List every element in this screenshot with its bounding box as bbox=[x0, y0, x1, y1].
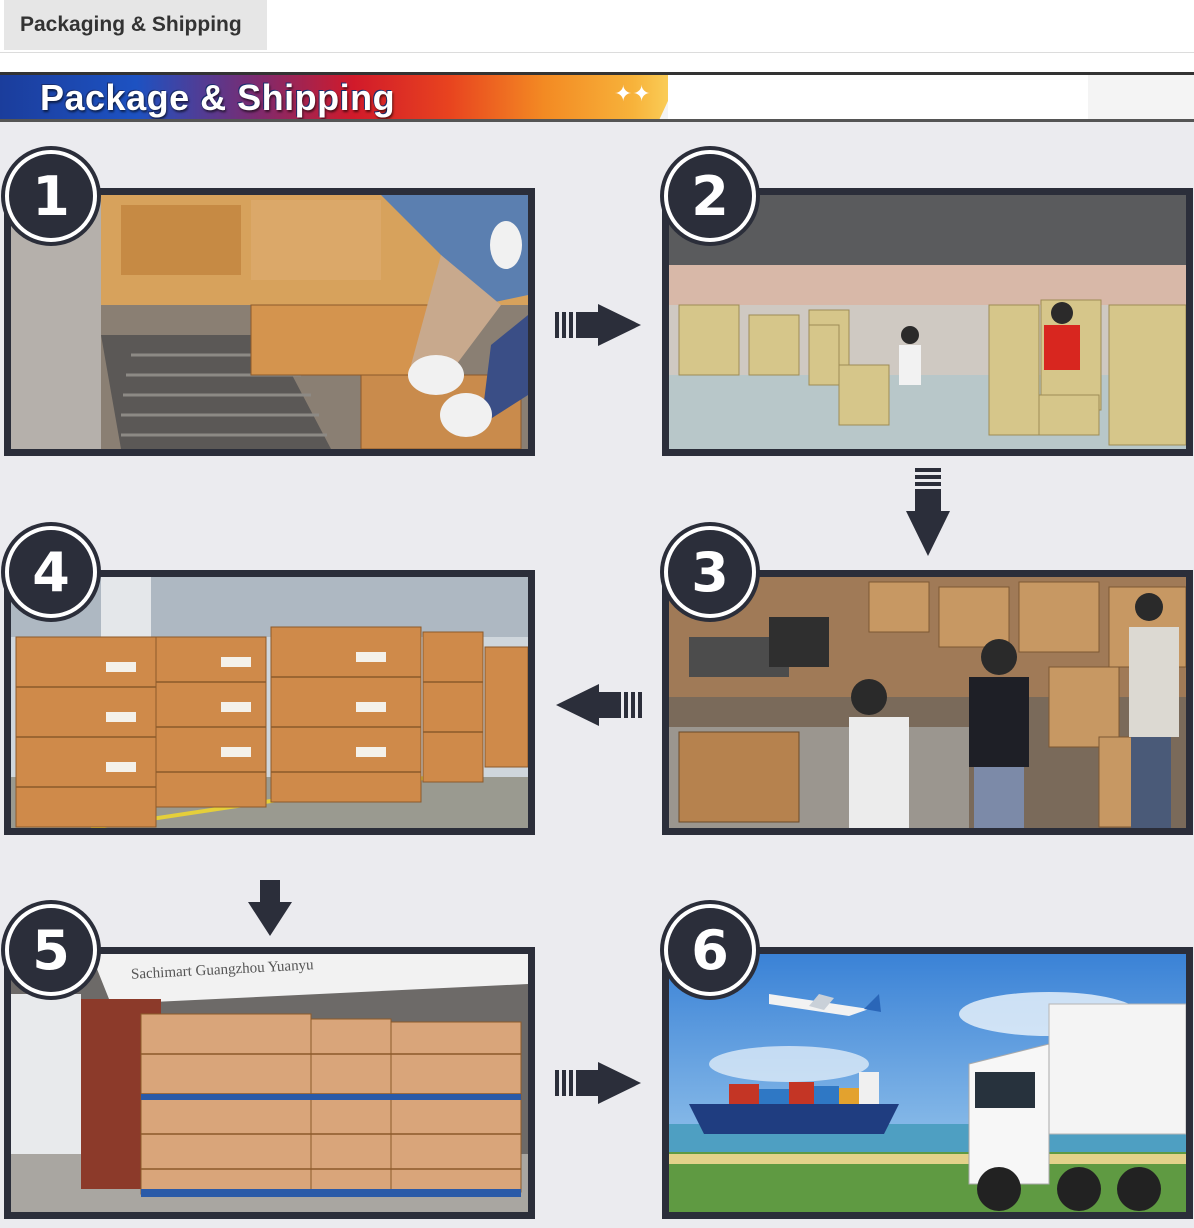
step-3-image bbox=[662, 570, 1193, 835]
step-5-badge: 5 bbox=[5, 904, 97, 996]
step-3-badge: 3 bbox=[664, 526, 756, 618]
arrow-right-icon bbox=[555, 1062, 641, 1104]
tab-packaging-shipping[interactable]: Packaging & Shipping bbox=[4, 0, 267, 50]
process-area: 1 2 bbox=[0, 122, 1194, 1228]
step-4-image bbox=[4, 570, 535, 835]
step-6-image bbox=[662, 947, 1193, 1219]
arrow-down-icon bbox=[906, 468, 950, 556]
step-5-image: Sachimart Guangzhou Yuanyu bbox=[4, 947, 535, 1219]
tab-label: Packaging & Shipping bbox=[20, 13, 242, 36]
banner-gradient bbox=[0, 75, 680, 119]
step-5-number: 5 bbox=[32, 918, 70, 982]
banner-white-strip bbox=[668, 75, 1088, 119]
banner-title: Package & Shipping bbox=[40, 77, 396, 118]
step-2-badge: 2 bbox=[664, 150, 756, 242]
step-6-number: 6 bbox=[691, 918, 729, 982]
step-6-badge: 6 bbox=[664, 904, 756, 996]
step-2-number: 2 bbox=[691, 164, 729, 228]
tab-divider bbox=[0, 52, 1194, 53]
step-2-image bbox=[662, 188, 1193, 456]
step-1-image bbox=[4, 188, 535, 456]
arrow-left-icon bbox=[556, 684, 642, 726]
section-banner: Package & Shipping ✦✦ bbox=[0, 72, 1194, 122]
step-3-number: 3 bbox=[691, 540, 729, 604]
step-1-number: 1 bbox=[32, 164, 70, 228]
step-4-number: 4 bbox=[32, 540, 70, 604]
step-4-badge: 4 bbox=[5, 526, 97, 618]
step-1-badge: 1 bbox=[5, 150, 97, 242]
arrow-right-icon bbox=[555, 304, 641, 346]
sparkle-icon: ✦✦ bbox=[614, 81, 651, 106]
arrow-down-icon bbox=[248, 880, 292, 936]
